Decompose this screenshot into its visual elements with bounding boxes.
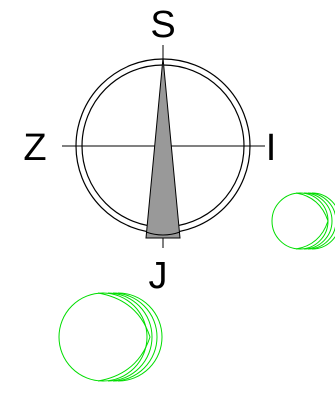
compass-needle	[145, 57, 181, 239]
compass: S J Z I	[23, 4, 276, 297]
compass-label-west: Z	[23, 127, 46, 169]
compass-label-north: S	[150, 4, 175, 46]
large-moon-icon	[58, 292, 163, 382]
compass-label-east: I	[266, 127, 277, 169]
compass-label-south: J	[149, 255, 168, 297]
small-moon-icon	[271, 192, 335, 250]
compass-needle-base	[145, 231, 181, 236]
